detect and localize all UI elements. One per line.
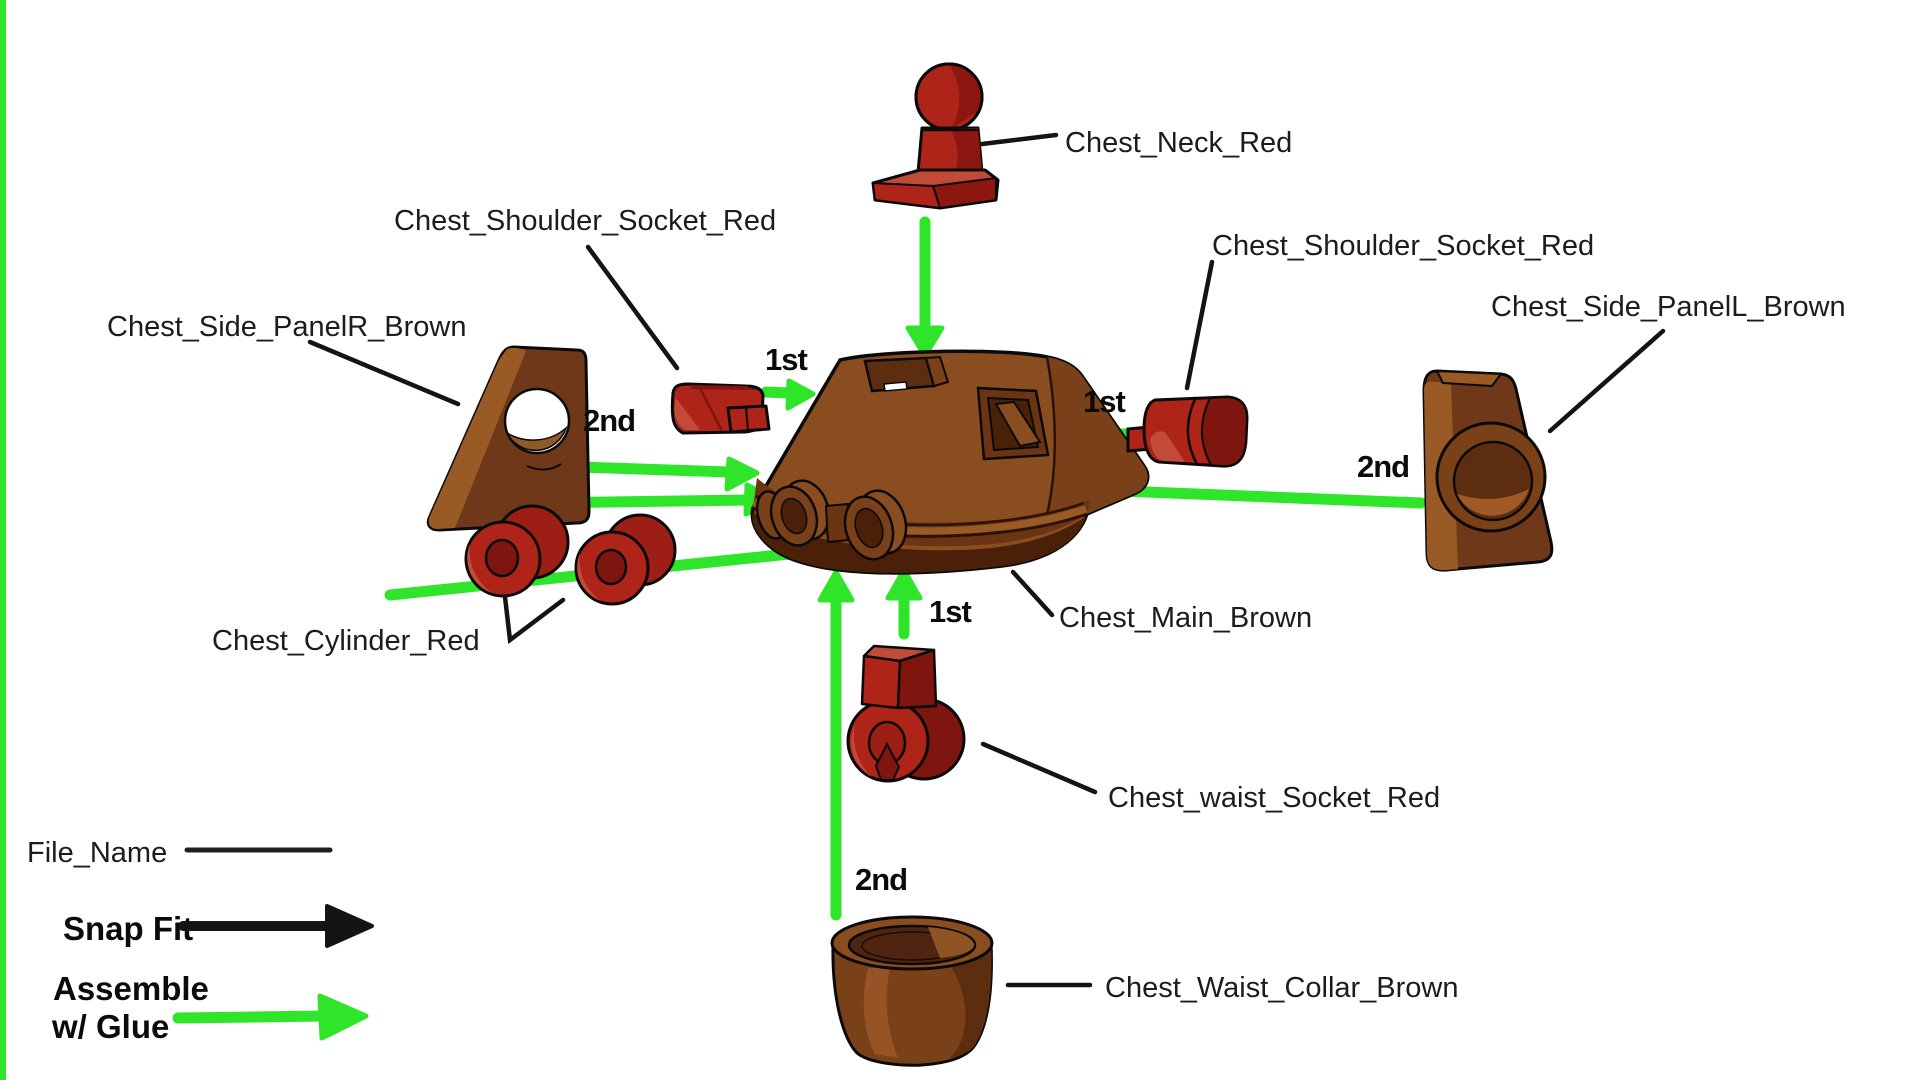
chest-top-slot	[863, 355, 950, 393]
part-cylinders	[464, 504, 677, 606]
step-left-socket: 1st	[765, 342, 807, 377]
glue-arrow-neck-icon	[905, 216, 945, 359]
leader-shoulder-left	[585, 244, 680, 371]
chest-socket-bosses	[755, 479, 908, 561]
chest-side-window	[976, 386, 1050, 461]
part-shoulder-socket-left	[670, 382, 771, 435]
leader-panel-left	[1547, 328, 1666, 434]
step-waist-socket: 1st	[929, 594, 971, 629]
legend-snap-fit-label: Snap Fit	[63, 910, 193, 947]
part-side-panel-left	[1422, 369, 1554, 572]
label-chest-main: Chest_Main_Brown	[1059, 602, 1312, 634]
legend-snap-arrow-icon	[178, 904, 374, 948]
label-shoulder-socket-left: Chest_Shoulder_Socket_Red	[394, 205, 776, 237]
part-chest-main	[750, 349, 1150, 575]
leader-waist-socket	[980, 741, 1098, 795]
step-right-panel: 2nd	[1357, 449, 1409, 484]
leader-cylinders-v	[502, 594, 566, 645]
label-waist-socket: Chest_waist_Socket_Red	[1108, 782, 1440, 814]
label-shoulder-socket-right: Chest_Shoulder_Socket_Red	[1212, 230, 1594, 262]
part-side-panel-right	[426, 345, 591, 532]
leader-neck	[979, 132, 1059, 147]
label-waist-collar: Chest_Waist_Collar_Brown	[1105, 972, 1459, 1004]
page-edge-line	[0, 0, 6, 1080]
legend-glue-label-line1: Assemble	[53, 970, 209, 1007]
part-waist-socket	[846, 644, 966, 783]
legend-glue-label-line2: w/ Glue	[51, 1008, 169, 1045]
leader-panel-right	[307, 339, 461, 407]
label-side-panel-right: Chest_Side_PanelR_Brown	[107, 311, 467, 343]
legend: File_Name Snap Fit Assemble w/ Glue	[27, 837, 374, 1045]
legend-file-name-label: File_Name	[27, 837, 167, 869]
label-cylinders: Chest_Cylinder_Red	[212, 625, 480, 657]
step-left-panel: 2nd	[583, 403, 635, 438]
glue-arrow-waist-collar-icon	[817, 569, 855, 921]
part-chest-neck	[871, 62, 1000, 210]
glue-arrow-waist-socket-icon	[885, 567, 923, 640]
glue-arrow-left-socket-icon	[760, 378, 816, 411]
label-neck: Chest_Neck_Red	[1065, 127, 1292, 159]
part-shoulder-socket-right	[1126, 395, 1249, 468]
leader-shoulder-right	[1184, 259, 1215, 391]
legend-glue-arrow-icon	[172, 993, 369, 1041]
leader-lines	[307, 132, 1666, 988]
step-waist-collar: 2nd	[855, 862, 907, 897]
step-right-socket: 1st	[1083, 384, 1125, 419]
label-side-panel-left: Chest_Side_PanelL_Brown	[1491, 291, 1846, 323]
leader-main	[1010, 569, 1055, 618]
part-waist-collar	[830, 915, 994, 1067]
